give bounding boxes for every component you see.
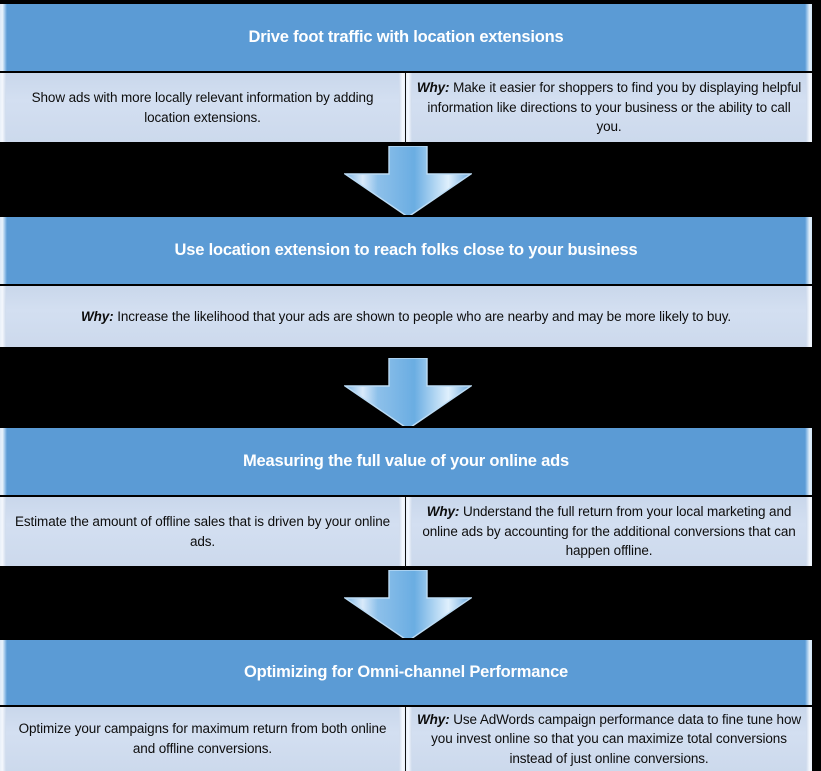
step-4-why-cell: Why: Use AdWords campaign performance da… — [406, 707, 812, 771]
flow-step-1: Drive foot traffic with location extensi… — [0, 2, 812, 144]
step-3-body: Estimate the amount of offline sales tha… — [0, 497, 812, 568]
step-3-header: Measuring the full value of your online … — [0, 426, 812, 497]
step-4-what-text: Optimize your campaigns for maximum retu… — [18, 721, 387, 756]
connector-arrow-1 — [344, 146, 472, 218]
step-1-what-text: Show ads with more locally relevant info… — [31, 89, 374, 125]
connector-arrow-2 — [344, 358, 472, 430]
why-label: Why: — [80, 308, 114, 324]
step-2-why-cell: Why: Increase the likelihood that your a… — [0, 286, 812, 349]
step-1-why-cell: Why: Make it easier for shoppers to find… — [406, 73, 812, 144]
step-1-why-body: Make it easier for shoppers to find you … — [427, 80, 802, 135]
why-label: Why: — [426, 504, 460, 520]
step-2-title: Use location extension to reach folks cl… — [174, 241, 638, 260]
step-3-why-body: Understand the full return from your loc… — [422, 504, 796, 559]
step-3-title: Measuring the full value of your online … — [242, 452, 570, 471]
step-3-why-text: Why: Understand the full return from you… — [416, 502, 802, 561]
step-3-what-cell: Estimate the amount of offline sales tha… — [0, 497, 406, 568]
step-4-why-text: Why: Use AdWords campaign performance da… — [416, 710, 802, 769]
why-label: Why: — [416, 711, 450, 727]
why-label: Why: — [416, 80, 450, 96]
step-1-what-cell: Show ads with more locally relevant info… — [0, 73, 406, 144]
step-2-why-text: Why: Increase the likelihood that your a… — [81, 307, 731, 327]
connector-arrow-3 — [344, 570, 472, 642]
step-1-body: Show ads with more locally relevant info… — [0, 73, 812, 144]
flow-step-3: Measuring the full value of your online … — [0, 426, 812, 568]
step-2-header: Use location extension to reach folks cl… — [0, 215, 812, 286]
step-4-body: Optimize your campaigns for maximum retu… — [0, 707, 812, 771]
step-4-what-cell: Optimize your campaigns for maximum retu… — [0, 707, 406, 771]
step-1-title: Drive foot traffic with location extensi… — [248, 28, 564, 47]
flow-step-4: Optimizing for Omni-channel Performance … — [0, 638, 812, 771]
step-4-title: Optimizing for Omni-channel Performance — [243, 663, 569, 682]
step-4-why-body: Use AdWords campaign performance data to… — [431, 711, 802, 766]
step-3-why-cell: Why: Understand the full return from you… — [406, 497, 812, 568]
step-3-what-text: Estimate the amount of offline sales tha… — [14, 513, 391, 549]
step-2-body: Why: Increase the likelihood that your a… — [0, 286, 812, 349]
step-2-why-body: Increase the likelihood that your ads ar… — [113, 308, 732, 324]
flow-step-2: Use location extension to reach folks cl… — [0, 215, 812, 349]
step-1-header: Drive foot traffic with location extensi… — [0, 2, 812, 73]
step-4-header: Optimizing for Omni-channel Performance — [0, 638, 812, 707]
step-1-why-text: Why: Make it easier for shoppers to find… — [416, 78, 802, 137]
